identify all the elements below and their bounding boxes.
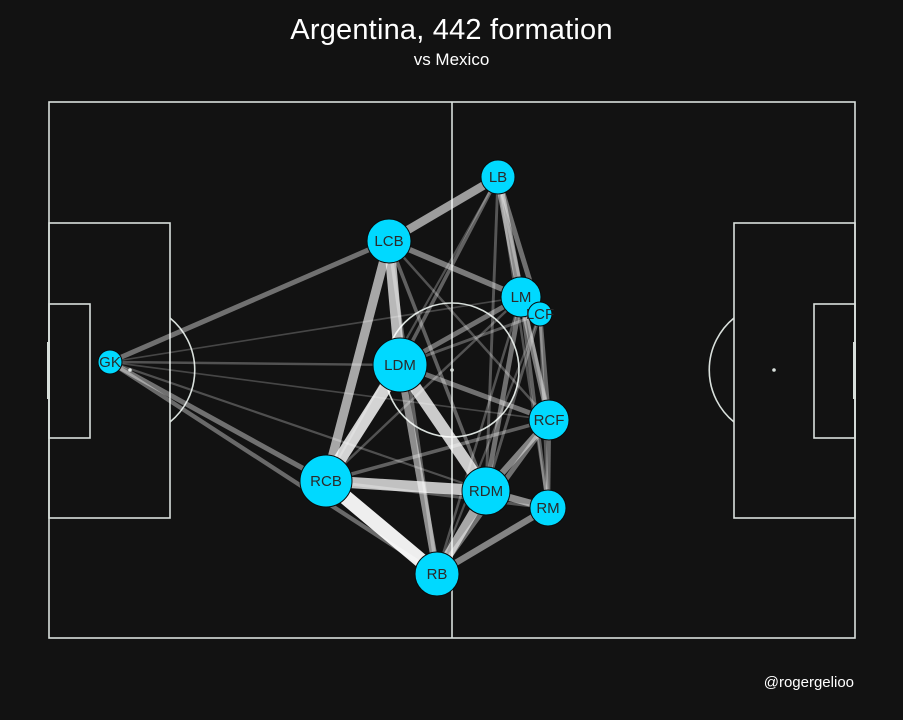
player-marker-rdm (461, 466, 511, 516)
right-six-yard-box (813, 303, 856, 439)
pass-edge-lcf-rdm (484, 313, 542, 492)
pass-edge-gk-rb (108, 360, 439, 576)
player-label-lcf: LCF (526, 306, 554, 323)
pass-edge-gk-rdm (109, 360, 487, 493)
player-node-gk: GK (97, 349, 123, 375)
player-marker-lcb (366, 218, 412, 264)
left-goal (47, 342, 50, 399)
chart-title: Argentina, 442 formation (290, 14, 613, 46)
player-label-rdm: RDM (469, 483, 503, 500)
player-label-ldm: LDM (384, 357, 416, 374)
left-six-yard-box (48, 303, 91, 439)
player-node-lb: LB (480, 159, 516, 195)
pass-edge-gk-ldm (109, 360, 401, 367)
pass-edge-lb-ldm (398, 176, 500, 366)
player-label-rm: RM (536, 500, 559, 517)
player-node-rcf: RCF (528, 399, 570, 441)
player-label-rcb: RCB (310, 473, 342, 490)
pass-edge-gk-lm (109, 296, 522, 363)
left-penalty-arc (169, 317, 196, 423)
pass-edge-gk-rcb (108, 359, 328, 484)
player-label-lb: LB (489, 169, 507, 186)
pass-edge-gk-lcb (109, 238, 390, 365)
player-nodes: GK LCB RCB LB RB LDM RDM LM RM LCF RCF (97, 159, 570, 597)
pass-edge-lm-rm (519, 296, 550, 509)
player-marker-ldm (372, 337, 428, 393)
pass-edge-lcb-rcf (388, 240, 550, 421)
left-penalty-spot (128, 368, 132, 372)
chart-subtitle: vs Mexico (413, 50, 490, 69)
player-node-rdm: RDM (461, 466, 511, 516)
player-label-gk: GK (99, 354, 121, 371)
center-spot (450, 368, 454, 372)
pass-edge-lcf-rb (435, 313, 542, 575)
player-marker-lb (480, 159, 516, 195)
pass-edges (108, 173, 552, 580)
pass-edge-rb-lm (435, 296, 523, 575)
player-node-rb: RB (414, 551, 460, 597)
pass-edge-lcb-lm (387, 238, 523, 300)
pass-edge-lcb-rdm (387, 240, 488, 492)
right-penalty-spot (772, 368, 776, 372)
player-marker-rm (529, 489, 567, 527)
player-label-lm: LM (511, 289, 532, 306)
player-marker-rcf (528, 399, 570, 441)
player-marker-rb (414, 551, 460, 597)
player-node-rm: RM (529, 489, 567, 527)
player-label-lcb: LCB (374, 233, 403, 250)
player-node-lcb: LCB (366, 218, 412, 264)
pass-edge-lcb-rcb (321, 239, 394, 483)
player-node-rcb: RCB (299, 454, 353, 508)
player-node-lcf: LCF (526, 301, 554, 327)
player-node-ldm: LDM (372, 337, 428, 393)
player-marker-lcf (527, 301, 553, 327)
right-goal (853, 342, 856, 399)
pass-edge-lm-rcf (518, 296, 552, 421)
player-marker-gk (97, 349, 123, 375)
player-marker-rcb (299, 454, 353, 508)
right-penalty-arc (708, 317, 735, 423)
author-credit: @rogergelioo (763, 674, 854, 691)
right-penalty-area (733, 222, 856, 519)
player-label-rb: RB (427, 566, 448, 583)
pitch-markings (47, 101, 856, 639)
pass-edge-rcb-rcf (325, 418, 550, 483)
pass-edge-ldm-rb (396, 364, 441, 575)
pass-edge-lb-rdm (484, 176, 500, 492)
pass-edge-lm-rdm (483, 296, 524, 492)
player-label-rcf: RCF (534, 412, 565, 429)
pass-edge-rcb-rdm (325, 475, 487, 497)
pass-edge-gk-rcf (109, 361, 550, 421)
